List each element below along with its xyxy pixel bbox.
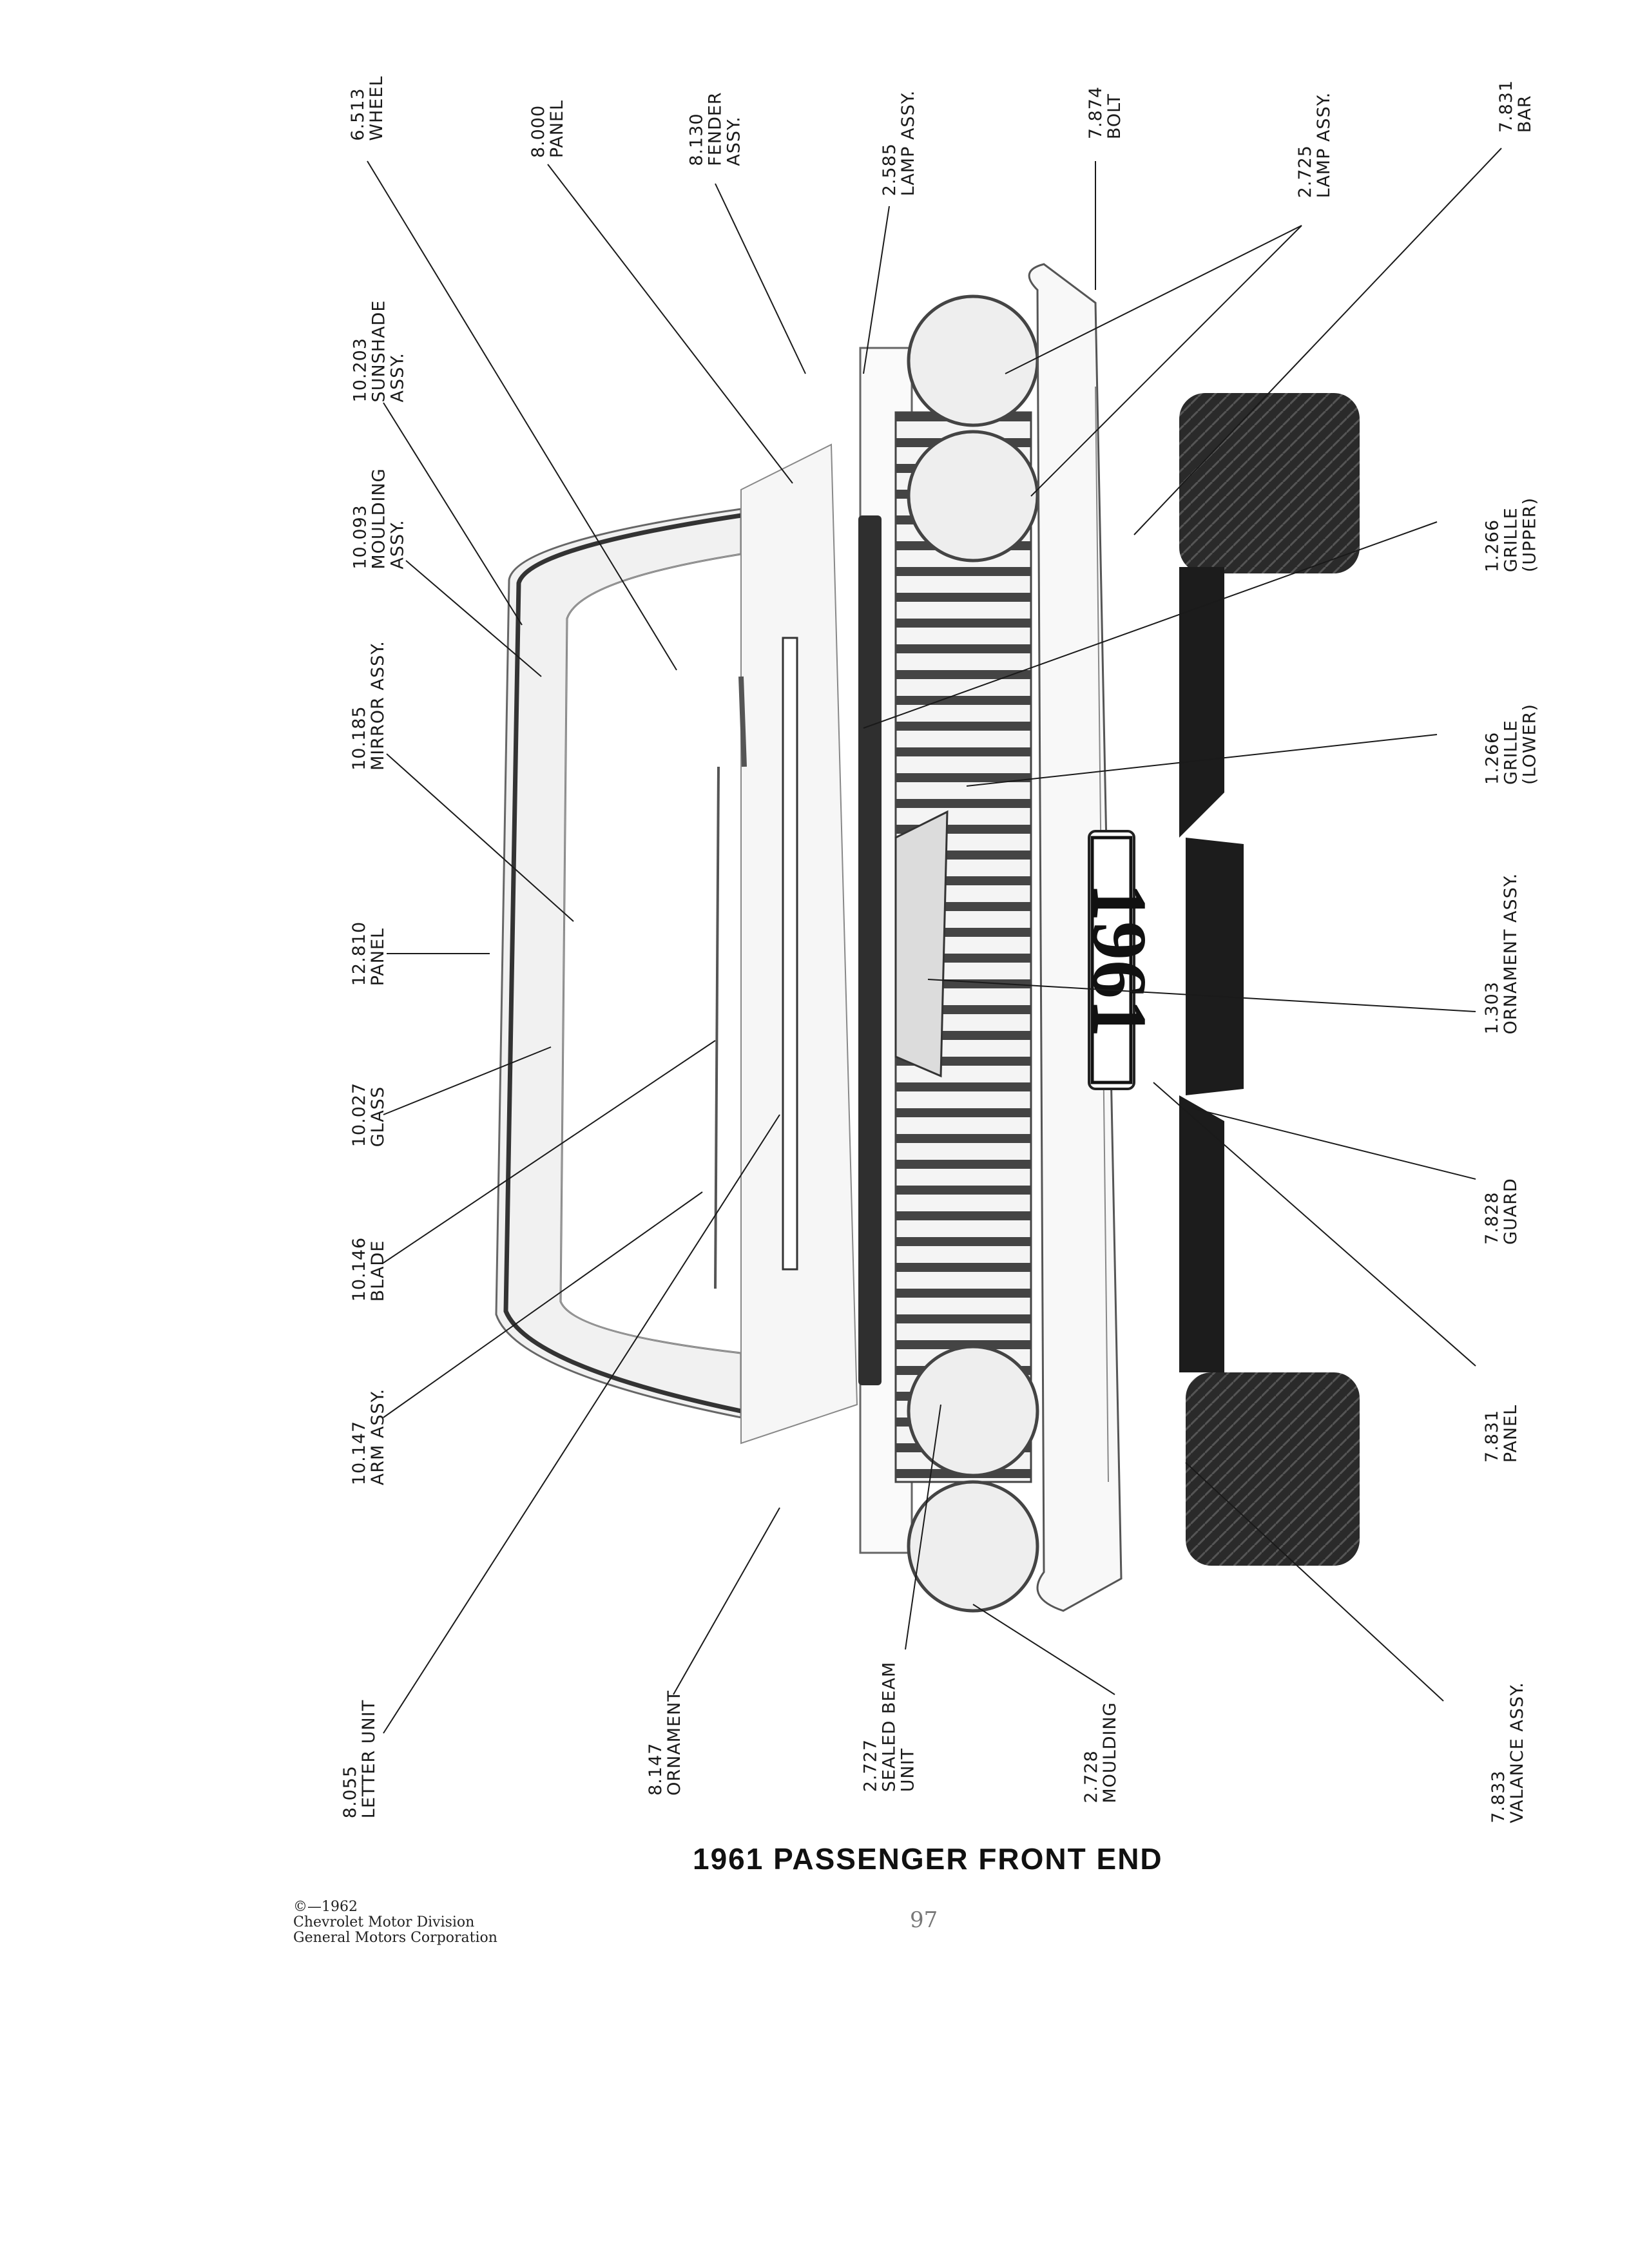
part-name: PANEL — [368, 927, 388, 986]
label-guard: 7.828 GUARD — [1482, 1178, 1521, 1245]
part-name: LAMP ASSY. — [1314, 91, 1334, 198]
leader-lines — [367, 148, 1502, 1734]
label-moulding-10093: 10.093 MOULDING ASSY. — [350, 468, 408, 570]
label-sealed-beam: 2.727 SEALED BEAM UNIT — [860, 1661, 918, 1792]
label-panel-12810: 12.810 PANEL — [349, 921, 388, 986]
part-number: 7.874 — [1086, 86, 1106, 140]
part-name: FENDER — [705, 91, 726, 166]
part-name: BLADE — [368, 1240, 388, 1302]
part-number: 12.810 — [349, 921, 369, 986]
part-name: MOULDING — [1100, 1702, 1120, 1803]
part-name: LAMP ASSY. — [898, 90, 918, 197]
tires — [1179, 393, 1360, 1566]
label-sunshade: 10.203 SUNSHADE ASSY. — [350, 300, 408, 403]
label-valance: 7.833 VALANCE ASSY. — [1489, 1682, 1527, 1823]
part-name: PANEL — [1501, 1404, 1521, 1463]
part-number: 1.303 — [1482, 981, 1502, 1035]
label-arm: 10.147 ARM ASSY. — [349, 1388, 388, 1486]
part-name-line2: UNIT — [898, 1747, 918, 1792]
license-plate: 1961 — [1077, 836, 1162, 1084]
part-number: 6.513 — [348, 88, 368, 141]
part-name: BOLT — [1104, 93, 1124, 140]
label-wheel: 6.513 WHEEL — [348, 75, 387, 141]
part-number: 2.725 — [1295, 145, 1315, 198]
part-number: 10.203 — [350, 337, 371, 403]
part-name: ORNAMENT ASSY. — [1501, 872, 1521, 1035]
label-bar: 7.831 BAR — [1496, 79, 1535, 133]
copyright-division: Chevrolet Motor Division — [293, 1914, 475, 1930]
part-name: MIRROR ASSY. — [368, 640, 388, 771]
hood — [714, 443, 858, 1445]
page-number: 97 — [910, 1907, 938, 1933]
windshield — [495, 508, 742, 1419]
part-number: 10.185 — [349, 706, 369, 771]
label-bolt: 7.874 BOLT — [1086, 86, 1124, 139]
part-name: MOULDING — [369, 468, 389, 570]
part-number: 10.093 — [350, 505, 371, 570]
part-name-line2: ASSY. — [724, 116, 744, 166]
figure-caption: 1961 PASSENGER FRONT END — [693, 1842, 1163, 1876]
part-name: ARM ASSY. — [368, 1388, 388, 1486]
label-letter-unit: 8.055 LETTER UNIT — [340, 1699, 379, 1819]
part-number: 8.000 — [528, 104, 548, 159]
part-name: VALANCE ASSY. — [1507, 1682, 1527, 1823]
headlamps — [907, 294, 1039, 1613]
part-number: 1.266 — [1482, 519, 1503, 573]
label-panel-8000: 8.000 PANEL — [528, 99, 567, 159]
part-name-line2: ASSY. — [387, 519, 408, 570]
part-name: GRILLE — [1501, 507, 1521, 573]
label-moulding-2728: 2.728 MOULDING — [1081, 1702, 1120, 1803]
part-number: 7.831 — [1496, 79, 1516, 133]
label-lamp-2725: 2.725 LAMP ASSY. — [1295, 91, 1334, 198]
copyright-year: ©—1962 — [293, 1899, 358, 1915]
part-name: GRILLE — [1501, 720, 1521, 785]
label-panel-7831: 7.831 PANEL — [1482, 1404, 1521, 1463]
part-name: ORNAMENT — [664, 1690, 684, 1796]
label-fender: 8.130 FENDER ASSY. — [686, 91, 744, 166]
label-ornament-1303: 1.303 ORNAMENT ASSY. — [1482, 872, 1521, 1035]
part-name: BAR — [1515, 95, 1535, 133]
part-number: 8.147 — [646, 1742, 666, 1796]
part-number: 7.828 — [1482, 1191, 1502, 1245]
part-name-line2: (LOWER) — [1519, 704, 1540, 785]
part-number: 2.727 — [860, 1738, 881, 1792]
part-name: SUNSHADE — [369, 300, 389, 403]
part-number: 10.027 — [349, 1082, 369, 1148]
label-glass: 10.027 GLASS — [349, 1082, 388, 1148]
label-ornament-8147: 8.147 ORNAMENT — [646, 1690, 684, 1796]
label-lamp-2585: 2.585 LAMP ASSY. — [880, 90, 918, 197]
label-grille-lower: 1.266 GRILLE (LOWER) — [1482, 704, 1540, 785]
part-number: 8.130 — [686, 113, 707, 166]
part-name: SEALED BEAM — [879, 1661, 900, 1792]
part-number: 2.585 — [880, 143, 900, 197]
part-name: LETTER UNIT — [359, 1699, 379, 1819]
part-name-line2: (UPPER) — [1519, 497, 1540, 573]
part-number: 1.266 — [1482, 731, 1503, 785]
part-number: 8.055 — [340, 1765, 360, 1819]
part-name: GUARD — [1501, 1178, 1521, 1245]
part-number: 7.833 — [1489, 1770, 1509, 1823]
part-number: 10.147 — [349, 1420, 369, 1486]
part-number: 2.728 — [1081, 1750, 1101, 1803]
label-grille-upper: 1.266 GRILLE (UPPER) — [1482, 497, 1540, 573]
part-name-line2: ASSY. — [387, 352, 408, 403]
label-mirror: 10.185 MIRROR ASSY. — [349, 640, 388, 771]
part-number: 7.831 — [1482, 1409, 1502, 1463]
part-number: 10.146 — [349, 1236, 369, 1302]
part-name: WHEEL — [367, 75, 387, 141]
part-name: PANEL — [547, 99, 567, 159]
copyright-corporation: General Motors Corporation — [293, 1930, 497, 1946]
copyright-notice: ©—1962 Chevrolet Motor Division General … — [293, 1899, 497, 1946]
label-blade: 10.146 BLADE — [349, 1236, 388, 1302]
license-plate-text: 1961 — [1077, 883, 1162, 1037]
part-name: GLASS — [368, 1086, 388, 1148]
